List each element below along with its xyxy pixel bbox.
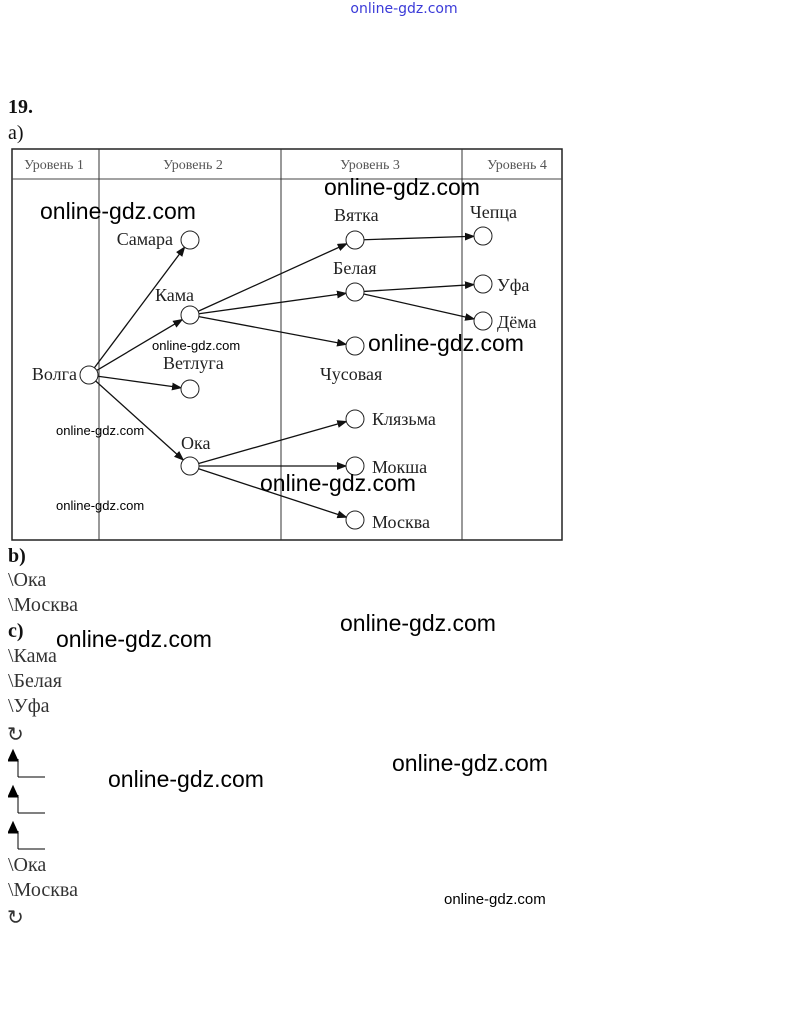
site-header-link[interactable]: online-gdz.com bbox=[350, 1, 458, 17]
node-dema bbox=[473, 311, 493, 331]
node-label-belaya: Белая bbox=[333, 258, 377, 278]
node-belaya bbox=[345, 282, 365, 302]
node-label-vetluga: Ветлуга bbox=[163, 353, 224, 373]
node-label-ufa: Уфа bbox=[497, 275, 529, 295]
watermark: online-gdz.com bbox=[392, 750, 548, 776]
edge-arrow-kama-belaya bbox=[198, 290, 348, 315]
node-label-samara: Самара bbox=[117, 229, 173, 249]
edge-arrow-oka-moskva bbox=[198, 468, 348, 519]
edge-arrow-volga-samara bbox=[93, 246, 186, 369]
table-border bbox=[11, 148, 563, 541]
watermark: online-gdz.com bbox=[368, 330, 524, 356]
watermark: online-gdz.com bbox=[152, 338, 241, 353]
node-label-klyazma: Клязьма bbox=[372, 409, 436, 429]
node-label-kama: Кама bbox=[155, 285, 194, 305]
watermark: online-gdz.com bbox=[56, 423, 145, 438]
part-c-line: \Москва bbox=[8, 879, 78, 901]
part-c-line: \Уфа bbox=[8, 695, 50, 717]
part-b-line: \Ока bbox=[8, 569, 47, 591]
node-label-moskva: Москва bbox=[372, 512, 430, 532]
edge-arrow-belaya-dema bbox=[363, 293, 476, 321]
node-oka bbox=[180, 456, 200, 476]
watermark: online-gdz.com bbox=[260, 470, 416, 496]
edge-arrow-volga-oka bbox=[95, 380, 185, 461]
arrow-stack-icon bbox=[8, 748, 45, 850]
edge-arrow-volga-kama bbox=[96, 318, 184, 371]
watermark: online-gdz.com bbox=[340, 610, 496, 636]
edge-arrow-oka-klyazma bbox=[198, 420, 348, 465]
level-header: Уровень 4 bbox=[487, 158, 547, 173]
node-vetluga bbox=[180, 379, 200, 399]
node-label-moksha: Мокша bbox=[372, 457, 427, 477]
level-header: Уровень 1 bbox=[24, 158, 84, 173]
cycle-icon: ↻ bbox=[7, 907, 24, 929]
node-label-volga: Волга bbox=[32, 364, 77, 384]
level-header: Уровень 3 bbox=[340, 158, 400, 173]
part-b-label: b) bbox=[8, 545, 26, 567]
node-klyazma bbox=[345, 409, 365, 429]
node-samara bbox=[180, 230, 200, 250]
watermark: online-gdz.com bbox=[324, 174, 480, 200]
problem-number: 19. bbox=[8, 96, 33, 118]
node-volga bbox=[79, 365, 99, 385]
edge-arrow-volga-vetluga bbox=[97, 375, 183, 391]
part-a-label: a) bbox=[8, 122, 24, 144]
watermark: online-gdz.com bbox=[40, 198, 196, 224]
edge-arrow-kama-chusovaya bbox=[198, 316, 348, 347]
node-moksha bbox=[345, 456, 365, 476]
node-kama bbox=[180, 305, 200, 325]
part-c-line: \Кама bbox=[8, 645, 57, 667]
node-label-chusovaya: Чусовая bbox=[320, 364, 382, 384]
river-tree-diagram: Уровень 1 Уровень 2 Уровень 3 Уровень 4 Волг… bbox=[11, 148, 563, 541]
part-c-label: c) bbox=[8, 620, 24, 642]
node-label-dema: Дёма bbox=[497, 312, 537, 332]
node-label-oka: Ока bbox=[181, 433, 210, 453]
level-header: Уровень 2 bbox=[163, 158, 223, 173]
part-c-line: \Ока bbox=[8, 854, 47, 876]
edge-arrow-vyatka-chepca bbox=[363, 232, 476, 241]
watermark: online-gdz.com bbox=[56, 626, 212, 652]
part-b-line: \Москва bbox=[8, 594, 78, 616]
cycle-icon: ↻ bbox=[7, 724, 24, 746]
edge-arrow-kama-vyatka bbox=[197, 243, 348, 312]
node-label-chepca: Чепца bbox=[470, 202, 517, 222]
watermark: online-gdz.com bbox=[56, 498, 145, 513]
part-c-line: \Белая bbox=[8, 670, 62, 692]
node-vyatka bbox=[345, 230, 365, 250]
node-chepca bbox=[473, 226, 493, 246]
node-moskva bbox=[345, 510, 365, 530]
node-ufa bbox=[473, 274, 493, 294]
watermark: online-gdz.com bbox=[108, 766, 264, 792]
edge-arrow-belaya-ufa bbox=[363, 281, 476, 293]
watermark: online-gdz.com bbox=[444, 891, 546, 908]
node-label-vyatka: Вятка bbox=[334, 205, 379, 225]
node-chusovaya bbox=[345, 336, 365, 356]
